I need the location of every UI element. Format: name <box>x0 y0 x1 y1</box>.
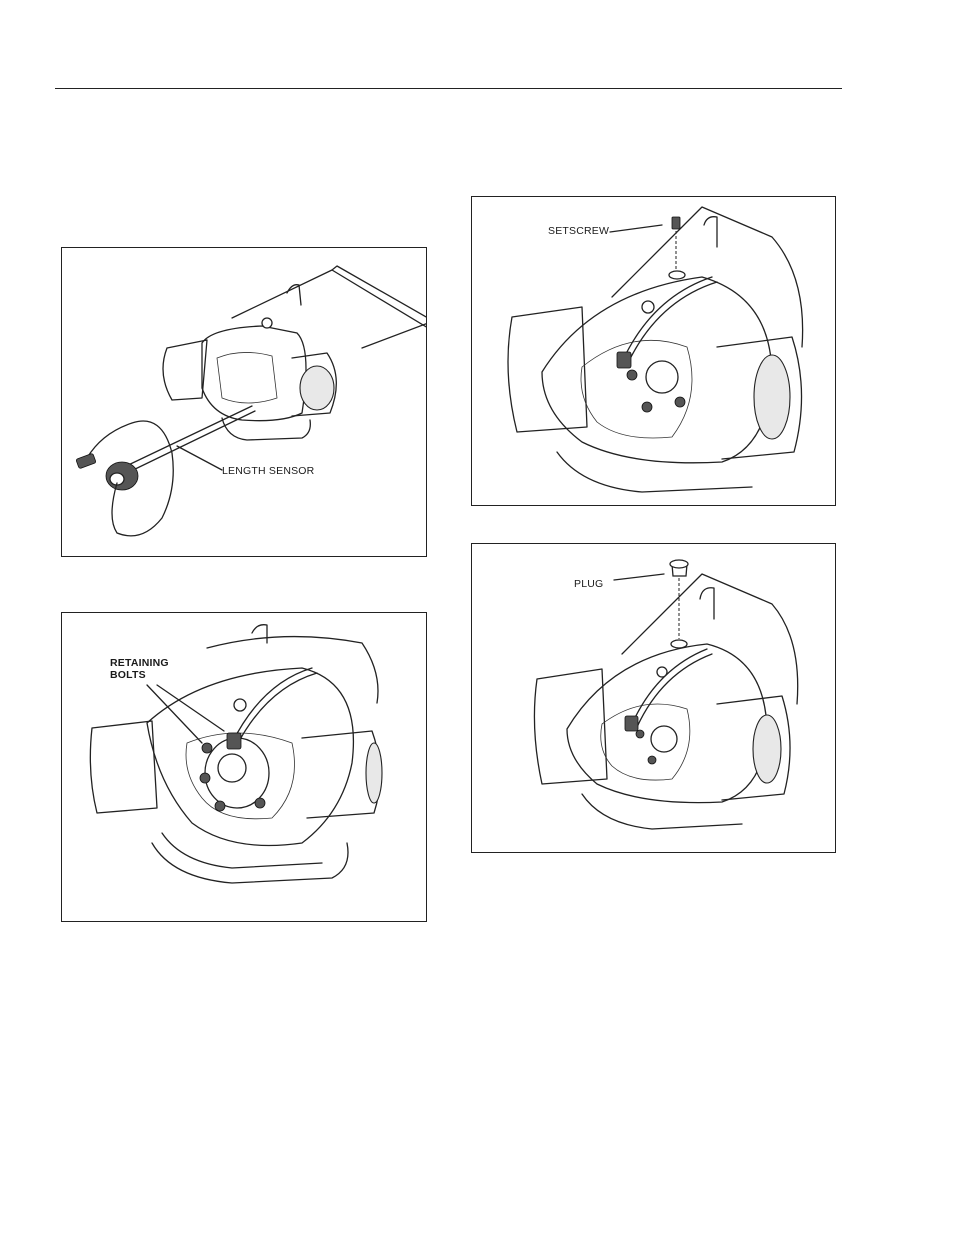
figure-retaining-bolts: RETAINING BOLTS <box>61 612 427 922</box>
figure-length-sensor: LENGTH SENSOR <box>61 247 427 557</box>
plug-label: PLUG <box>574 578 603 590</box>
figure-plug: PLUG <box>471 543 836 853</box>
retaining-bolts-label-line1: RETAINING <box>110 657 169 669</box>
length-sensor-label: LENGTH SENSOR <box>222 465 314 477</box>
header-rule <box>55 88 842 89</box>
retaining-bolts-label-line2: BOLTS <box>110 669 146 681</box>
figure-setscrew: SETSCREW <box>471 196 836 506</box>
setscrew-label: SETSCREW <box>548 225 609 237</box>
length-sensor-illustration <box>62 248 427 557</box>
plug-illustration <box>472 544 836 853</box>
setscrew-illustration <box>472 197 836 506</box>
